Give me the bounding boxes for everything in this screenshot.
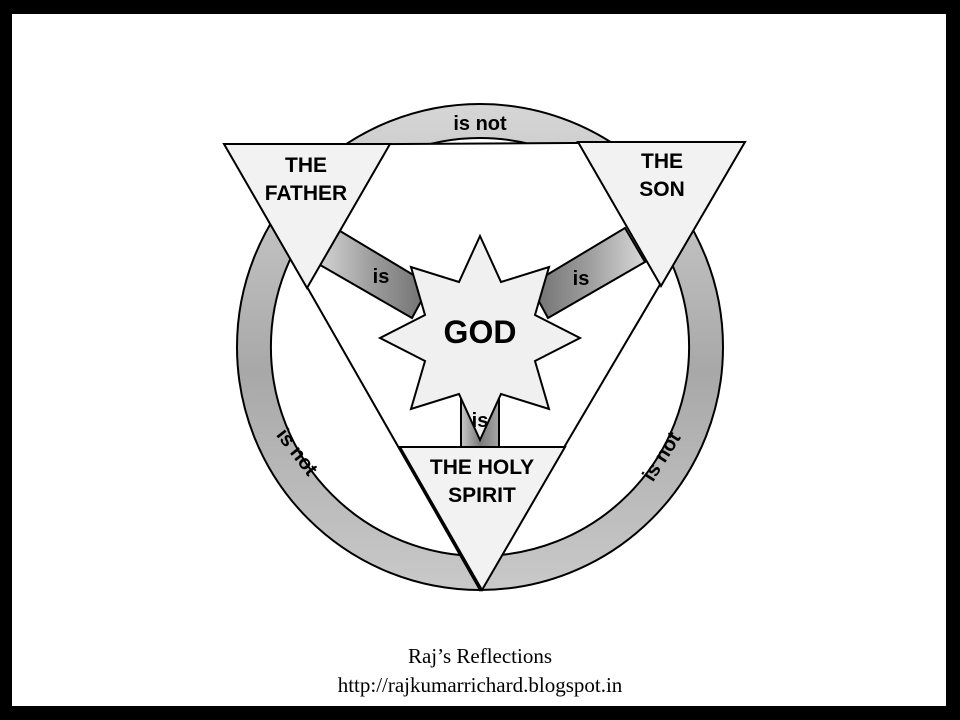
- son-label-line1: THE: [641, 150, 683, 173]
- father-label-line1: THE: [285, 154, 327, 177]
- footer-title: Raj’s Reflections: [407, 644, 553, 668]
- relation-spirit-god: is: [472, 410, 489, 432]
- arm-son-god: [528, 226, 647, 320]
- son-triangle: [576, 141, 747, 288]
- relation-son-god: is: [573, 268, 590, 290]
- relation-father-son: is not: [453, 113, 507, 135]
- relation-father-god: is: [373, 266, 390, 288]
- god-label: GOD: [444, 314, 517, 350]
- son-label-line2: SON: [639, 178, 685, 201]
- spirit-triangle: [398, 446, 567, 593]
- spirit-label-line2: SPIRIT: [448, 484, 516, 507]
- spirit-label-line1: THE HOLY: [430, 456, 534, 479]
- footer-url[interactable]: http://rajkumarrichard.blogspot.in: [337, 673, 623, 697]
- god-star: [377, 233, 583, 443]
- father-label-line2: FATHER: [265, 182, 347, 205]
- father-triangle: [222, 143, 392, 291]
